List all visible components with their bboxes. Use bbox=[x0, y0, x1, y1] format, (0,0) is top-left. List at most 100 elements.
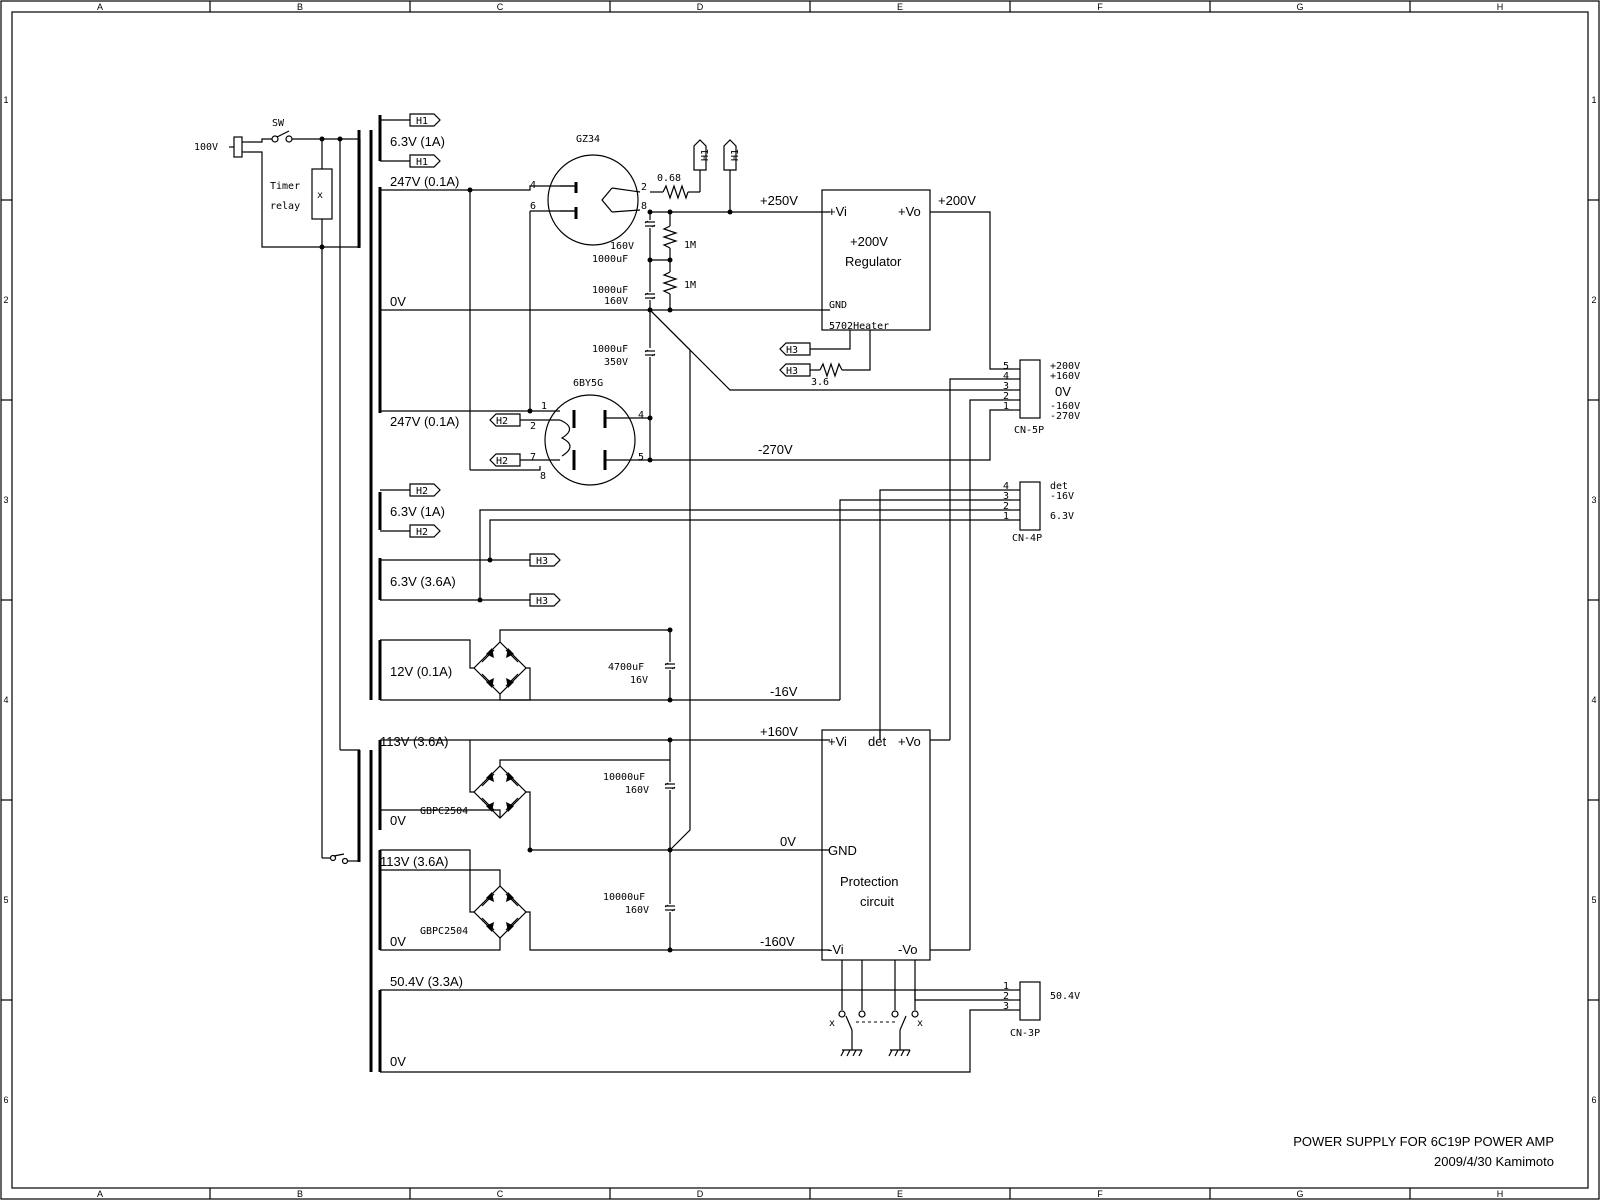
regulator-vi-label: +Vi bbox=[828, 204, 847, 219]
frame-row-3-right: 3 bbox=[1591, 495, 1596, 505]
rail-minus-270v-label: -270V bbox=[758, 442, 793, 457]
c2-voltage-label: 160V bbox=[604, 296, 628, 307]
rail-plus-250v-label: +250V bbox=[760, 193, 798, 208]
c6-voltage-label: 160V bbox=[625, 905, 649, 916]
t2-winding-0v-upper-label: 0V bbox=[390, 813, 406, 828]
gz34-pin-4: 4 bbox=[530, 180, 536, 191]
transformer-2: 113V (3.6A) 0V 113V (3.6A) 0V 50.4V (3.3… bbox=[357, 734, 463, 1072]
c6-capacitance-label: 10000uF bbox=[603, 892, 645, 903]
6by5g-pin-2: 2 bbox=[530, 421, 536, 432]
6by5g-pin-5: 5 bbox=[638, 452, 644, 463]
12v-rectifier-section: 4700uF 16V -16V bbox=[380, 627, 840, 703]
c4-voltage-label: 16V bbox=[630, 675, 648, 686]
regulator-heater-label: 5702Heater bbox=[829, 321, 889, 332]
protection-name-1: Protection bbox=[840, 874, 899, 889]
cn5-pin-5: 5 bbox=[1003, 361, 1009, 372]
frame-row-2-left: 2 bbox=[3, 295, 8, 305]
cn5-pin-3: 3 bbox=[1003, 381, 1009, 392]
bridge-lower bbox=[473, 885, 527, 939]
h3-tag-regulator-a: H3 bbox=[786, 345, 798, 356]
h2-tag-upper: H2 bbox=[416, 486, 428, 497]
regulator-name-1: +200V bbox=[850, 234, 888, 249]
cn3-name: CN-3P bbox=[1010, 1028, 1040, 1039]
protection-relay-contacts bbox=[838, 1010, 919, 1050]
cn3-pin-3: 3 bbox=[1003, 1001, 1009, 1012]
mains-plug-icon bbox=[229, 136, 248, 158]
frame-row-4-right: 4 bbox=[1591, 695, 1596, 705]
frame-row-3-left: 3 bbox=[3, 495, 8, 505]
h3-tag-regulator-b: H3 bbox=[786, 366, 798, 377]
regulator-vo-label: +Vo bbox=[898, 204, 921, 219]
6by5g-label: 6BY5G bbox=[573, 378, 603, 389]
regulator-gnd-label: GND bbox=[829, 300, 847, 311]
gz34-pin-6: 6 bbox=[530, 201, 536, 212]
t2-winding-0v-50v4-label: 0V bbox=[390, 1054, 406, 1069]
frame-col-d-bottom: D bbox=[697, 1189, 704, 1199]
mains-voltage-label: 100V bbox=[194, 142, 218, 153]
bridge-upper-label: GBPC2504 bbox=[420, 806, 468, 817]
frame-col-g-top: G bbox=[1296, 2, 1303, 12]
protection-x-right: x bbox=[917, 1018, 923, 1029]
h1-tag-upper: H1 bbox=[416, 116, 428, 127]
protection-x-left: x bbox=[829, 1018, 835, 1029]
h1-tag-b-plus: H1 bbox=[730, 149, 741, 161]
cn4-pin-3: 3 bbox=[1003, 491, 1009, 502]
frame-col-b-bottom: B bbox=[297, 1189, 303, 1199]
frame-row-1-right: 1 bbox=[1591, 95, 1596, 105]
t1-winding-247v-lower-label: 247V (0.1A) bbox=[390, 414, 459, 429]
gz34-pin-2: 2 bbox=[641, 182, 647, 193]
h2-tag-6by5g-a: H2 bbox=[496, 416, 508, 427]
frame-row-6-right: 6 bbox=[1591, 1095, 1596, 1105]
t2-winding-113v-lower-label: 113V (3.6A) bbox=[380, 854, 448, 869]
c3-capacitance-label: 1000uF bbox=[592, 344, 628, 355]
h1-tag-lower: H1 bbox=[416, 157, 428, 168]
frame-col-d-top: D bbox=[697, 2, 704, 12]
protection-gnd-label: GND bbox=[828, 843, 857, 858]
cn4-connector: 4 3 2 1 det -16V 6.3V CN-4P bbox=[839, 481, 1074, 740]
frame-col-e-bottom: E bbox=[897, 1189, 903, 1199]
cn5-label-0v: 0V bbox=[1055, 384, 1071, 399]
frame-col-c-top: C bbox=[497, 2, 504, 12]
cn4-pin-4: 4 bbox=[1003, 481, 1009, 492]
6by5g-pin-1: 1 bbox=[541, 401, 547, 412]
cn3-pin-1: 1 bbox=[1003, 981, 1009, 992]
protection-mvi-label: -Vi bbox=[828, 942, 844, 957]
6by5g-pin-4: 4 bbox=[638, 410, 644, 421]
t1-winding-12v-label: 12V (0.1A) bbox=[390, 664, 452, 679]
6by5g-pin-8: 8 bbox=[540, 471, 546, 482]
protection-mvo-label: -Vo bbox=[898, 942, 918, 957]
mains-input-section: 100V SW x Timer relay bbox=[194, 118, 361, 865]
bridge-lower-label: GBPC2504 bbox=[420, 926, 468, 937]
r-1m-lower-label: 1M bbox=[684, 280, 696, 291]
frame-col-a-bottom: A bbox=[97, 1189, 103, 1199]
h1-tag-rect: H1 bbox=[700, 149, 711, 161]
cn4-name: CN-4P bbox=[1012, 533, 1042, 544]
h2-tag-lower: H2 bbox=[416, 527, 428, 538]
timer-relay-label-1: Timer bbox=[270, 181, 300, 192]
t1-winding-6v3-3a6-label: 6.3V (3.6A) bbox=[390, 574, 456, 589]
timer-relay-label-2: relay bbox=[270, 201, 300, 212]
c1-voltage-label: 160V bbox=[610, 241, 634, 252]
cn5-label-minus-160v: -160V bbox=[1050, 401, 1080, 412]
h3-tag-upper: H3 bbox=[536, 556, 548, 567]
rail-minus-160v-label: -160V bbox=[760, 934, 795, 949]
t1-winding-6v3-1a-b-label: 6.3V (1A) bbox=[390, 504, 445, 519]
r-1m-upper-label: 1M bbox=[684, 240, 696, 251]
t1-winding-6v3-1a-label: 6.3V (1A) bbox=[390, 134, 445, 149]
h2-tag-6by5g-b: H2 bbox=[496, 456, 508, 467]
c4-capacitance-label: 4700uF bbox=[608, 662, 644, 673]
cn4-pin-2: 2 bbox=[1003, 501, 1009, 512]
rail-minus-16v-label: -16V bbox=[770, 684, 798, 699]
regulator-block: +Vi +Vo +200V Regulator GND 5702Heater +… bbox=[779, 189, 1012, 388]
cn3-pin-2: 2 bbox=[1003, 991, 1009, 1002]
frame-col-f-top: F bbox=[1097, 2, 1103, 12]
frame-col-h-bottom: H bbox=[1497, 1189, 1504, 1199]
switch-label: SW bbox=[272, 118, 285, 129]
cn5-connector: 5 4 3 2 1 +200V +160V 0V -160V -270V CN-… bbox=[949, 359, 1080, 950]
t2-winding-50v4-label: 50.4V (3.3A) bbox=[390, 974, 463, 989]
h3-tag-lower: H3 bbox=[536, 596, 548, 607]
cn3-label-50v4: 50.4V bbox=[1050, 991, 1080, 1002]
frame-row-5-right: 5 bbox=[1591, 895, 1596, 905]
